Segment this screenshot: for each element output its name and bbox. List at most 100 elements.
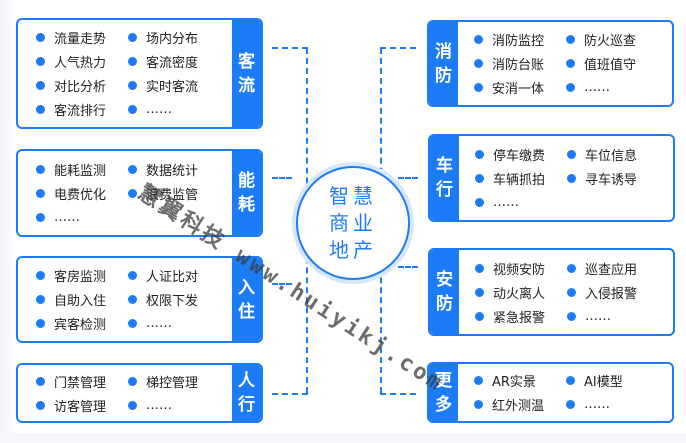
bullet-icon	[36, 376, 45, 386]
bullet-icon	[128, 33, 137, 42]
connector-right-4	[380, 393, 416, 395]
bullet-icon	[474, 400, 483, 409]
bullet-icon	[567, 287, 576, 297]
background-strip	[0, 0, 14, 443]
background-footer	[0, 433, 686, 443]
connector-right-3	[398, 266, 418, 268]
bullet-icon	[128, 105, 137, 114]
list-item: 对比分析	[36, 76, 128, 96]
bullet-icon	[474, 83, 483, 92]
bullet-icon	[566, 35, 575, 44]
card-items: 消防监控 防火巡查 消防台账 值班值守 安消一体 ……	[458, 22, 672, 105]
list-item: 梯控管理	[128, 371, 220, 391]
card-energy: 能耗监测 数据统计 电费优化 浪费监管 …… 能耗	[16, 149, 263, 237]
bullet-icon	[36, 400, 45, 410]
card-items: 视频安防 巡查应用 动火离人 入侵报警 紧急报警 ……	[459, 250, 673, 334]
card-check-in: 客房监测 人证比对 自助入住 权限下发 宾客检测 …… 入住	[16, 256, 263, 343]
card-label: 安防	[430, 250, 459, 334]
list-item: 客流排行	[36, 100, 128, 120]
list-item: 电费优化	[36, 183, 128, 203]
list-item: 浪费监管	[128, 183, 220, 203]
list-item: 巡查应用	[567, 258, 659, 278]
bullet-icon	[36, 81, 45, 90]
list-item: 门禁管理	[36, 371, 128, 391]
card-label: 更多	[429, 364, 458, 421]
card-label: 消防	[429, 22, 458, 105]
list-item: 视频安防	[475, 258, 567, 278]
bullet-icon	[36, 319, 45, 328]
list-item: 权限下发	[128, 290, 220, 310]
card-label: 能耗	[232, 151, 261, 235]
bullet-icon	[567, 149, 576, 159]
list-item: 停车缴费	[475, 144, 567, 164]
bullet-icon	[36, 164, 45, 174]
list-item: 流量走势	[36, 28, 128, 48]
list-item: 实时客流	[128, 76, 220, 96]
bullet-icon	[567, 173, 576, 183]
bullet-icon	[36, 105, 45, 114]
list-item: 客流密度	[128, 52, 220, 72]
bullet-icon	[566, 59, 575, 68]
list-item: 紧急报警	[475, 306, 567, 326]
list-item: AR实景	[474, 371, 566, 391]
center-line-1: 智慧	[329, 183, 377, 208]
card-vehicle: 车行 停车缴费 车位信息 车辆抓拍 寻车诱导 ……	[428, 134, 675, 222]
bullet-icon	[566, 83, 575, 92]
bullet-icon	[475, 287, 484, 297]
list-item: 消防台账	[474, 54, 566, 74]
connector-left-3	[272, 283, 292, 285]
bullet-icon	[36, 188, 45, 198]
card-items: 客房监测 人证比对 自助入住 权限下发 宾客检测 ……	[18, 258, 232, 341]
connector-left-4	[272, 393, 308, 395]
list-item: ……	[128, 314, 220, 334]
card-label: 人行	[232, 365, 261, 421]
bullet-icon	[128, 81, 137, 90]
list-item: 安消一体	[474, 78, 566, 98]
bullet-icon	[36, 212, 45, 222]
connector-right-2	[398, 177, 418, 179]
list-item: 入侵报警	[567, 282, 659, 302]
list-item: 人证比对	[128, 266, 220, 286]
card-items: 门禁管理 梯控管理 访客管理 ……	[18, 365, 232, 421]
connector-left-2	[272, 177, 292, 179]
list-item: 数据统计	[128, 159, 220, 179]
list-item: 值班值守	[566, 54, 658, 74]
center-line-3: 地产	[329, 237, 377, 262]
list-item: 能耗监测	[36, 159, 128, 179]
card-items: 停车缴费 车位信息 车辆抓拍 寻车诱导 ……	[459, 136, 673, 220]
bullet-icon	[128, 271, 137, 280]
bullet-icon	[128, 164, 137, 174]
bullet-icon	[36, 295, 45, 304]
card-items: 能耗监测 数据统计 电费优化 浪费监管 ……	[18, 151, 232, 235]
list-item: 自助入住	[36, 290, 128, 310]
list-item: ……	[566, 78, 658, 98]
bullet-icon	[474, 35, 483, 44]
list-item: 消防监控	[474, 30, 566, 50]
bullet-icon	[128, 295, 137, 304]
bullet-icon	[128, 376, 137, 386]
list-item: 访客管理	[36, 395, 128, 415]
bullet-icon	[128, 319, 137, 328]
list-item: 客房监测	[36, 266, 128, 286]
list-item: 红外测温	[474, 395, 566, 415]
bullet-icon	[36, 271, 45, 280]
list-item: ……	[36, 207, 128, 227]
bullet-icon	[475, 311, 484, 321]
list-item: ……	[566, 395, 658, 415]
bullet-icon	[566, 400, 575, 409]
bullet-icon	[475, 149, 484, 159]
list-item: 防火巡查	[566, 30, 658, 50]
bullet-icon	[128, 57, 137, 66]
list-item: 动火离人	[475, 282, 567, 302]
list-item: 车辆抓拍	[475, 168, 567, 188]
connector-right-1	[380, 47, 416, 49]
card-fire-protection: 消防 消防监控 防火巡查 消防台账 值班值守 安消一体 ……	[427, 20, 674, 107]
list-item: ……	[128, 100, 220, 120]
bullet-icon	[475, 197, 484, 207]
card-items: 流量走势 场内分布 人气热力 客流密度 对比分析 实时客流 客流排行 ……	[18, 20, 232, 127]
bullet-icon	[475, 173, 484, 183]
bullet-icon	[475, 263, 484, 273]
card-passenger-flow: 流量走势 场内分布 人气热力 客流密度 对比分析 实时客流 客流排行 …… 客流	[16, 18, 263, 129]
bullet-icon	[474, 59, 483, 68]
center-line-2: 商业	[329, 210, 377, 235]
